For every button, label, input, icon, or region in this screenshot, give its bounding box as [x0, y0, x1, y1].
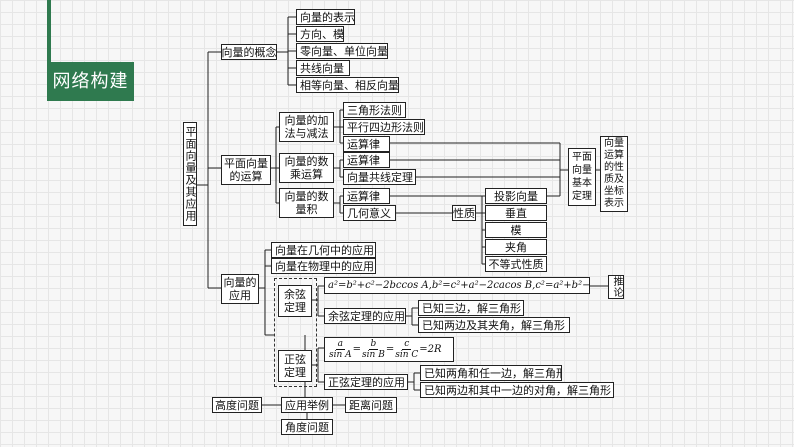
equals-sign: = — [352, 344, 362, 355]
sine-app-item: 已知两角和任一边，解三角形 — [420, 365, 562, 381]
distance-problem: 距离问题 — [345, 397, 397, 413]
cosine-app-node: 余弦定理的应用 — [324, 308, 406, 324]
theorem-group-frame — [274, 278, 317, 387]
concept-item: 共线向量 — [296, 60, 350, 76]
property-item: 不等式性质 — [485, 256, 547, 272]
add-sub-item: 平行四边形法则 — [343, 119, 425, 135]
concept-item: 方向、模 — [296, 26, 344, 42]
sine-app-item: 已知两边和其中一边的对角，解三角形 — [420, 382, 614, 398]
add-sub-item: 三角形法则 — [343, 102, 406, 118]
sine-app-node: 正弦定理的应用 — [324, 374, 408, 390]
concept-item: 零向量、单位向量 — [296, 43, 388, 59]
dot-node: 向量的数量积 — [279, 188, 334, 218]
cosine-app-item: 已知三边，解三角形 — [418, 300, 524, 316]
concept-item: 向量的表示 — [296, 9, 355, 25]
physics-app: 向量在物理中的应用 — [271, 258, 376, 274]
property-item: 投影向量 — [485, 188, 547, 204]
cosine-formula: a²=b²+c²−2bccos A,b²=c²+a²−2cacos B,c²=a… — [324, 277, 590, 294]
dot-item: 几何意义 — [343, 205, 396, 221]
cosine-node: 余弦定理 — [278, 285, 312, 317]
sine-node: 正弦定理 — [278, 350, 312, 382]
inference-node: 推论 — [608, 275, 624, 299]
coordinate-node: 向量运算的性质及坐标表示 — [600, 136, 628, 212]
operation-node: 平面向量的运算 — [221, 155, 271, 185]
cosine-app-item: 已知两边及其夹角，解三角形 — [418, 317, 570, 333]
property-node: 性质 — [452, 205, 476, 221]
scalar-item: 运算律 — [343, 152, 390, 168]
concept-node: 向量的概念 — [221, 44, 277, 60]
add-sub-item: 运算律 — [343, 136, 390, 152]
section-banner: 网络构建 — [47, 62, 134, 101]
application-node: 向量的应用 — [221, 274, 259, 304]
angle-problem: 角度问题 — [281, 419, 333, 435]
dot-item: 运算律 — [343, 188, 390, 204]
property-item: 夹角 — [485, 239, 547, 255]
scalar-item: 向量共线定理 — [343, 169, 416, 185]
concept-item: 相等向量、相反向量 — [296, 77, 399, 93]
geometry-app: 向量在几何中的应用 — [271, 242, 376, 258]
property-item: 垂直 — [485, 205, 547, 221]
height-problem: 高度问题 — [212, 397, 262, 413]
banner-accent-bar — [47, 0, 51, 62]
basic-theorem-node: 平面向量基本定理 — [568, 148, 596, 206]
examples-node: 应用举例 — [281, 397, 333, 413]
equals-sign: = — [385, 344, 395, 355]
root-node: 平面向量及其应用 — [183, 122, 197, 226]
property-item: 模 — [485, 222, 547, 238]
scalar-node: 向量的数乘运算 — [279, 153, 334, 183]
sine-tail: =2R — [419, 344, 442, 355]
add-sub-node: 向量的加法与减法 — [279, 112, 334, 142]
